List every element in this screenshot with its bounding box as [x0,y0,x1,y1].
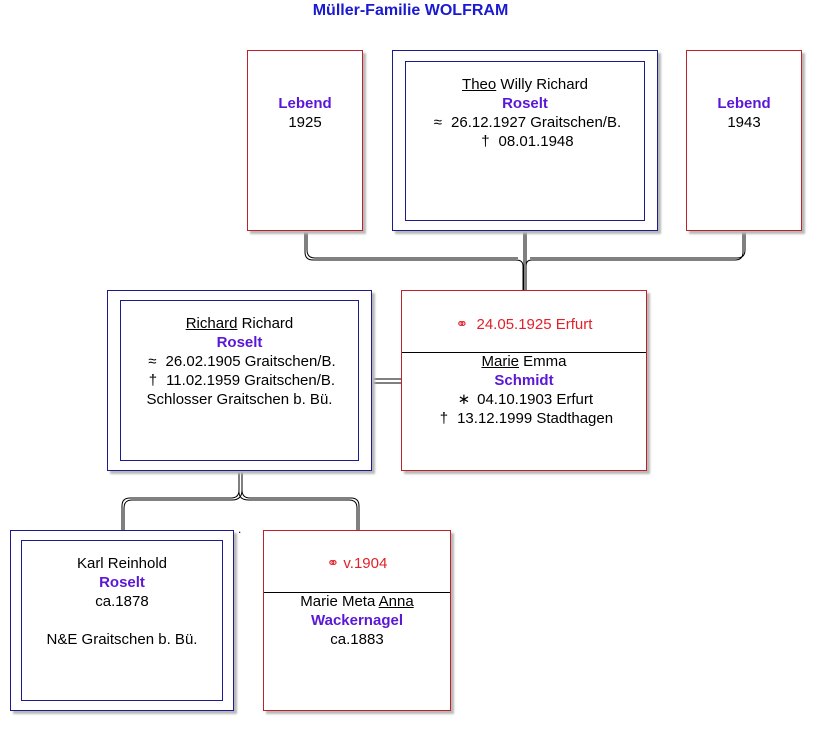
person-given-names: Marie Emma [481,353,567,370]
divider [264,592,450,593]
person-box-theo[interactable]: Theo Willy Richard Roselt ≈ 26.12.1927 G… [392,50,658,231]
person-box-lebend-1925[interactable]: Lebend 1925 [247,50,363,231]
divider [402,352,646,353]
inner-frame [405,61,645,221]
person-name: Lebend [717,95,771,112]
person-given-names: Theo Willy Richard [462,76,588,93]
person-occupation: Schlosser Graitschen b. Bü. [146,391,333,408]
person-surname: Roselt [99,574,145,591]
person-birth: ca.1883 [330,631,384,648]
dot-mark: . [238,522,242,536]
inner-frame [120,300,359,461]
marriage-info: ⚭ v.1904 [326,555,388,572]
person-box-karl[interactable]: Karl Reinhold Roselt ca.1878 N&E Graitsc… [10,530,234,711]
person-given-names: Karl Reinhold [76,555,168,572]
chart-title: Müller-Familie WOLFRAM [312,2,509,19]
person-name: Lebend [278,95,332,112]
marriage-rings-icon: ⚭ [326,555,340,572]
person-surname: Wackernagel [311,612,403,629]
person-birth: ≈ 26.02.1905 Graitschen/B. [148,353,336,370]
person-year: 1925 [288,114,322,131]
person-birth: ≈ 26.12.1927 Graitschen/B. [433,114,622,131]
person-surname: Schmidt [494,372,554,389]
person-given-names: Marie Meta Anna [300,593,414,610]
person-surname: Roselt [502,95,548,112]
person-birth: ca.1878 [95,593,149,610]
person-death: † 08.01.1948 [481,133,574,150]
person-death: † 11.02.1959 Graitschen/B. [148,372,336,389]
inner-frame [21,540,223,701]
person-surname: Roselt [216,334,263,351]
person-note: N&E Graitschen b. Bü. [46,631,198,648]
person-box-marie-emma[interactable]: ⚭ 24.05.1925 Erfurt Marie Emma Schmidt ∗… [401,290,647,471]
person-birth: ∗ 04.10.1903 Erfurt [457,391,594,408]
person-box-marie-meta[interactable]: ⚭ v.1904 Marie Meta Anna Wackernagel ca.… [263,530,451,711]
marriage-rings-icon: ⚭ [455,316,469,333]
person-box-richard[interactable]: Richard Richard Roselt ≈ 26.02.1905 Grai… [107,290,372,471]
person-given-names: Richard Richard [185,315,294,332]
person-year: 1943 [727,114,761,131]
person-box-lebend-1943[interactable]: Lebend 1943 [686,50,802,231]
marriage-info: ⚭ 24.05.1925 Erfurt [455,316,593,333]
person-death: † 13.12.1999 Stadthagen [439,410,614,427]
